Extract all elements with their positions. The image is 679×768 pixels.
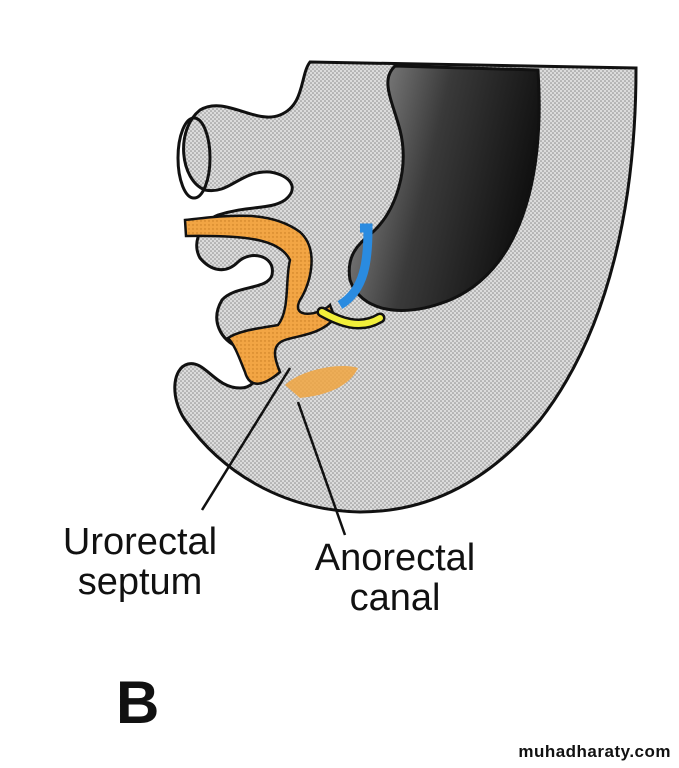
label-line: septum	[77, 561, 203, 603]
anorectal-leader-line	[296, 401, 347, 536]
watermark: muhadharaty.com	[518, 742, 671, 761]
label-line: Urorectal	[62, 521, 218, 563]
label-line: canal	[349, 577, 441, 619]
anorectal-canal-shade	[285, 365, 358, 398]
urorectal-septum-label: Urorectal septum	[40, 522, 240, 602]
urorectal-septum	[183, 214, 337, 385]
label-line: Anorectal	[314, 537, 476, 579]
allantois-blue-duct	[337, 223, 373, 309]
panel-letter: B	[116, 669, 160, 736]
urorectal-leader-line	[200, 367, 292, 511]
mesonephric-duct-yellow-fill	[319, 309, 383, 327]
allantois-opening	[176, 116, 212, 200]
anorectal-canal-label: Anorectal canal	[290, 538, 500, 618]
hindgut	[347, 64, 541, 312]
